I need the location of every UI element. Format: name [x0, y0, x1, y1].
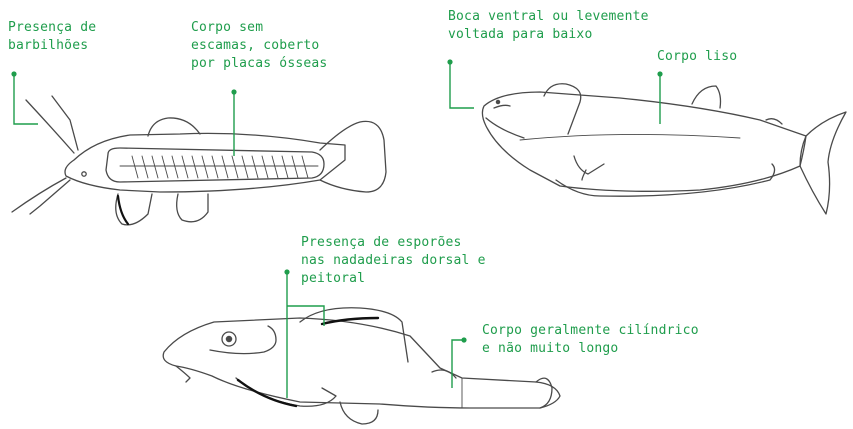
label-line: Presença de esporões [301, 235, 462, 250]
label-line: Boca ventral ou levemente [448, 9, 649, 24]
label-line: barbilhões [8, 38, 89, 53]
leader-lines [13, 62, 661, 398]
label-line: escamas, coberto [191, 38, 320, 53]
smooth-catfish-drawing [481, 83, 847, 215]
label-line: voltada para baixo [448, 27, 593, 42]
label-line: por placas ósseas [191, 56, 328, 71]
label-line: Presença de [8, 20, 97, 35]
pleco-drawing [162, 307, 561, 425]
label-corpo-cilindrico: Corpo geralmente cilíndrico e não muito … [482, 322, 699, 358]
armored-catfish-drawing [11, 95, 387, 226]
label-line: e não muito longo [482, 341, 619, 356]
label-corpo-liso: Corpo liso [657, 48, 737, 66]
leader-dots [11, 59, 663, 343]
label-line: peitoral [301, 271, 366, 286]
label-barbilhoes: Presença de barbilhões [8, 19, 96, 55]
label-line: Corpo geralmente cilíndrico [482, 323, 699, 338]
label-esporoes: Presença de esporões nas nadadeiras dors… [301, 234, 486, 288]
label-boca-ventral: Boca ventral ou levemente voltada para b… [448, 8, 649, 44]
label-line: Corpo liso [657, 49, 738, 64]
label-line: Corpo sem [191, 20, 264, 35]
label-line: nas nadadeiras dorsal e [301, 253, 486, 268]
label-corpo-sem-escamas: Corpo sem escamas, coberto por placas ós… [191, 19, 327, 73]
